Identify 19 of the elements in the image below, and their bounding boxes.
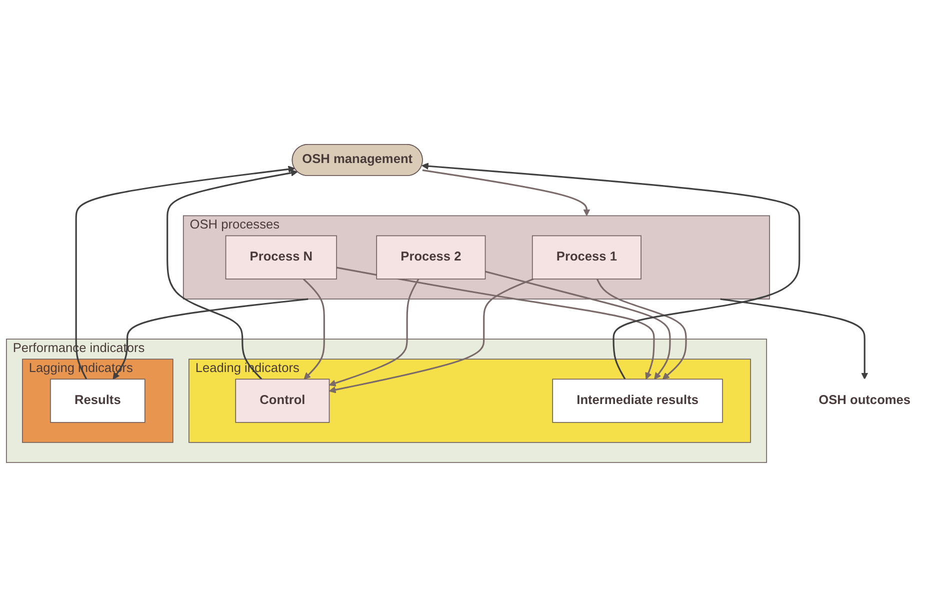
node-text: OSH outcomes <box>818 393 911 407</box>
arrow <box>336 266 655 380</box>
arrow <box>422 168 590 216</box>
arrow <box>75 165 296 380</box>
arrow <box>302 278 325 380</box>
arrow <box>720 298 868 380</box>
arrow <box>112 298 308 380</box>
node-box: Process 1 <box>532 234 642 279</box>
node-box: Intermediate results <box>552 378 723 422</box>
node-box: Process 2 <box>376 234 486 279</box>
arrow <box>485 270 671 380</box>
arrow <box>422 162 800 380</box>
arrow <box>328 278 534 393</box>
arrow <box>166 168 298 380</box>
arrow <box>328 278 420 386</box>
node-box: Control <box>235 378 330 422</box>
node-box: Results <box>50 378 146 422</box>
arrow <box>596 278 687 380</box>
node-box: Process N <box>225 234 337 279</box>
